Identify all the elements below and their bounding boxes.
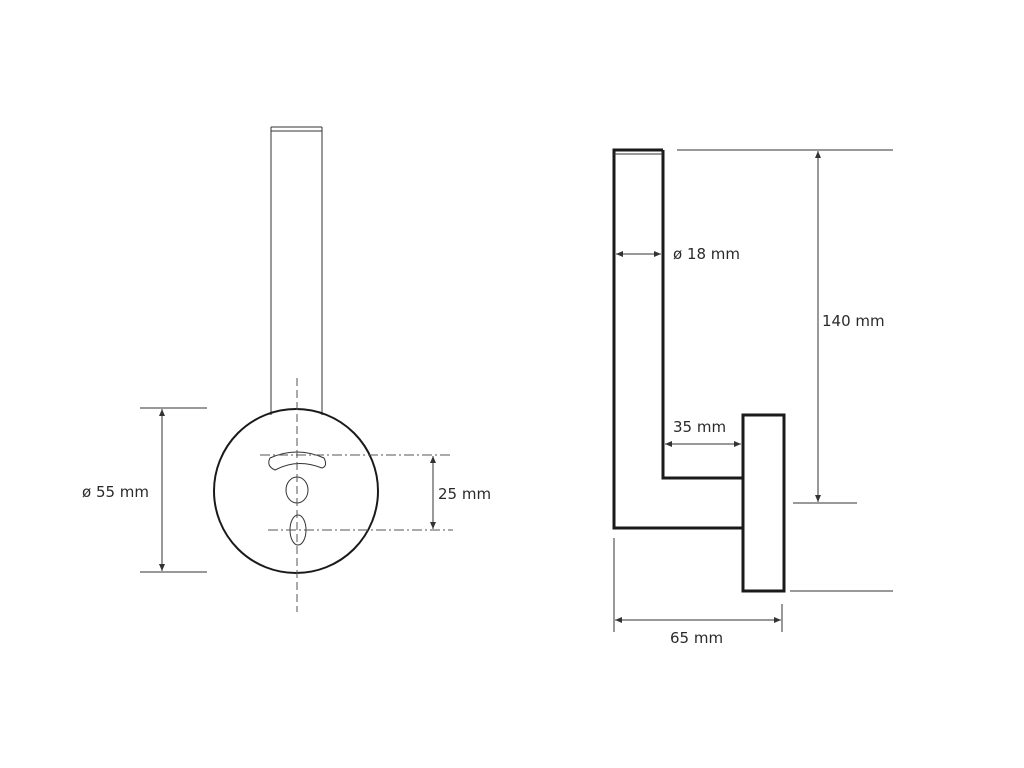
projection-label: 35 mm [673, 418, 726, 436]
diameter-label: ø 55 mm [82, 483, 149, 501]
depth-label: 65 mm [670, 629, 723, 647]
height-label: 140 mm [822, 312, 885, 330]
rod-diameter-label: ø 18 mm [673, 245, 740, 263]
rod-front [270, 126, 323, 415]
base-plate-circle [213, 408, 379, 574]
holder-profile [612, 148, 743, 530]
mounting-slot [268, 451, 327, 471]
front-view: 25 mm ø 55 mm [82, 126, 491, 612]
side-view: ø 18 mm 35 mm 140 mm 65 mm [612, 148, 893, 647]
hole-spacing-label: 25 mm [438, 485, 491, 503]
wall-plate [741, 413, 786, 593]
